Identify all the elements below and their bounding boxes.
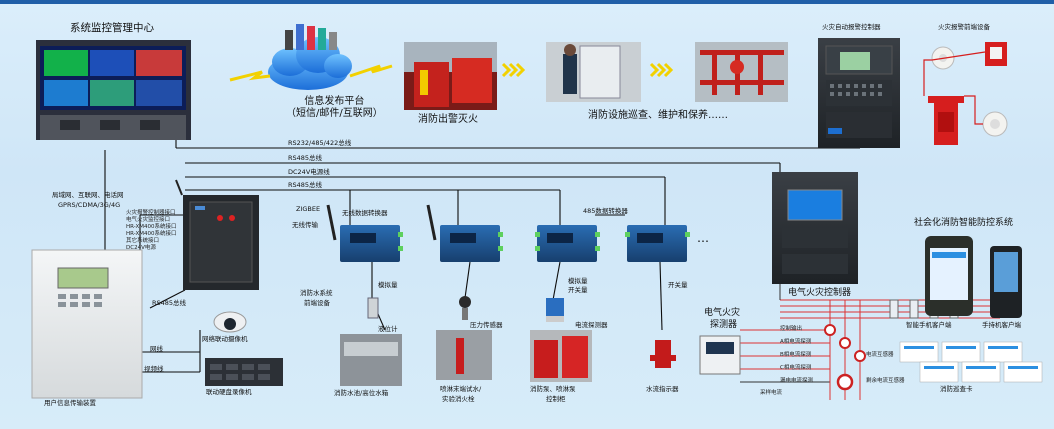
rs485-side-label: RS485总线 (152, 299, 187, 307)
switch-label-2: 开关量 (568, 286, 588, 294)
video-line-label: 视频线 (144, 365, 164, 373)
collector-port-4: HR-XM400系统接口 (126, 231, 177, 237)
bus-lines (104, 130, 861, 373)
fire-alarm-controller-cabinet (818, 38, 900, 148)
switch-label: 开关量 (668, 281, 688, 289)
elec-small-label-8: 剩余电流互感器 (866, 378, 905, 384)
dc24v-bus-label: DC24V电源线 (288, 168, 330, 176)
elec-small-label-3: B相电流探测 (780, 352, 812, 358)
info-platform-line1: 信息发布平台 (304, 96, 365, 107)
info-platform-cloud (229, 24, 393, 90)
elec-small-label-7: 电流互感器 (866, 352, 894, 358)
flow-indicator-label: 水流指示器 (646, 385, 679, 393)
level-meter-label: 液位计 (378, 325, 398, 333)
user-info-device (31, 249, 143, 399)
nvr-label: 联动硬盘录像机 (206, 388, 252, 396)
data-collector-box (175, 179, 259, 290)
pump-line1: 消防泵、喷淋泵 (530, 385, 576, 393)
electrical-fire-detector (699, 335, 741, 375)
collector-port-1: 火灾报警控制器接口 (126, 210, 176, 216)
elec-small-label-5: 漏电电流探测 (780, 378, 814, 384)
fire-alarm-terminal-label: 火灾报警前端设备 (938, 23, 990, 31)
collector-port-2: 电气火灾监控接口 (126, 217, 171, 223)
handheld-label: 手持机客户端 (982, 321, 1021, 329)
water-system-line2: 前端设备 (304, 299, 330, 307)
electrical-fire-controller-cabinet (772, 172, 858, 284)
info-platform-label: 信息发布平台 （短信/邮件/互联网） (286, 96, 383, 119)
collector-port-3: HR-XM400系统接口 (126, 224, 177, 230)
monitor-center-title: 系统监控管理中心 (70, 22, 154, 34)
fire-rescue-photo (404, 42, 497, 110)
camera-label: 网络联动摄像机 (202, 335, 248, 343)
rs485-converter-label: 485数据转换器 (583, 207, 628, 215)
elec-small-label-1: 控制输出 (780, 326, 803, 332)
rs232-bus-label: RS232/485/422总线 (288, 139, 352, 147)
wireless-transmission-label: 无线传输 (292, 221, 318, 229)
network-line1: 局域网、互联网、电话网 (52, 191, 124, 199)
rs485-bus-b-label: RS485总线 (288, 181, 323, 189)
elec-small-label-4: C相电流探测 (780, 365, 812, 371)
pump-line2: 控制柜 (546, 395, 566, 403)
analog-label-1: 模拟量 (378, 281, 398, 289)
elec-small-label-6: 采样电流 (760, 390, 783, 396)
converter-devices (326, 204, 690, 262)
electrical-detector-line1: 电气火灾 (704, 308, 741, 318)
rs485-bus-a-label: RS485总线 (288, 154, 323, 162)
user-device-label: 用户信息传输装置 (44, 399, 96, 407)
social-system-title: 社会化消防智能防控系统 (914, 218, 1014, 228)
collector-port-5: 其它系统接口 (126, 238, 160, 244)
water-sensors (367, 296, 676, 368)
electrical-detector-line2: 探测器 (710, 320, 738, 330)
top-bar (0, 0, 1054, 4)
info-platform-line2: （短信/邮件/互联网） (286, 107, 383, 119)
electrical-controller-label: 电气火灾控制器 (788, 288, 852, 298)
flow-chevrons (501, 62, 674, 78)
water-system-line1: 消防水系统 (300, 289, 333, 297)
sprinkler-line1: 喷淋末端试水/ (440, 385, 482, 393)
net-line-label: 网线 (150, 345, 163, 353)
elec-small-label-2: A相电流探测 (780, 339, 812, 345)
inspection-photo (546, 42, 641, 102)
fire-alarm-controller-label: 火灾自动报警控制器 (822, 23, 881, 31)
bottom-photos (340, 330, 592, 386)
fire-rescue-label: 消防出警灭火 (418, 114, 478, 125)
zigbee-label: ZIGBEE (296, 205, 321, 213)
camera-nvr (205, 311, 283, 386)
network-line2: GPRS/CDMA/3G/4G (58, 201, 121, 209)
pipe-room-photo (695, 42, 788, 102)
analog-label-2: 模拟量 (568, 277, 588, 285)
smart-phone-label: 智能手机客户端 (906, 321, 952, 329)
pressure-sensor-label: 压力传感器 (470, 321, 503, 329)
wireless-converter-label: 无线数据转换器 (342, 209, 388, 217)
fire-alarm-terminals (923, 42, 1008, 145)
collector-port-6: DC24V电源 (126, 245, 156, 251)
patrol-card-label: 消防巡查卡 (940, 385, 973, 393)
pool-label: 消防水池/高位水箱 (334, 389, 389, 397)
inspection-label: 消防设施巡查、维护和保养…… (588, 110, 728, 121)
sprinkler-line2: 实验消火栓 (442, 395, 475, 403)
more-converters-ellipsis: … (697, 231, 709, 245)
monitor-center-image (36, 40, 191, 140)
mobile-devices (899, 236, 1043, 383)
current-detector-label: 电流探测器 (575, 321, 608, 329)
